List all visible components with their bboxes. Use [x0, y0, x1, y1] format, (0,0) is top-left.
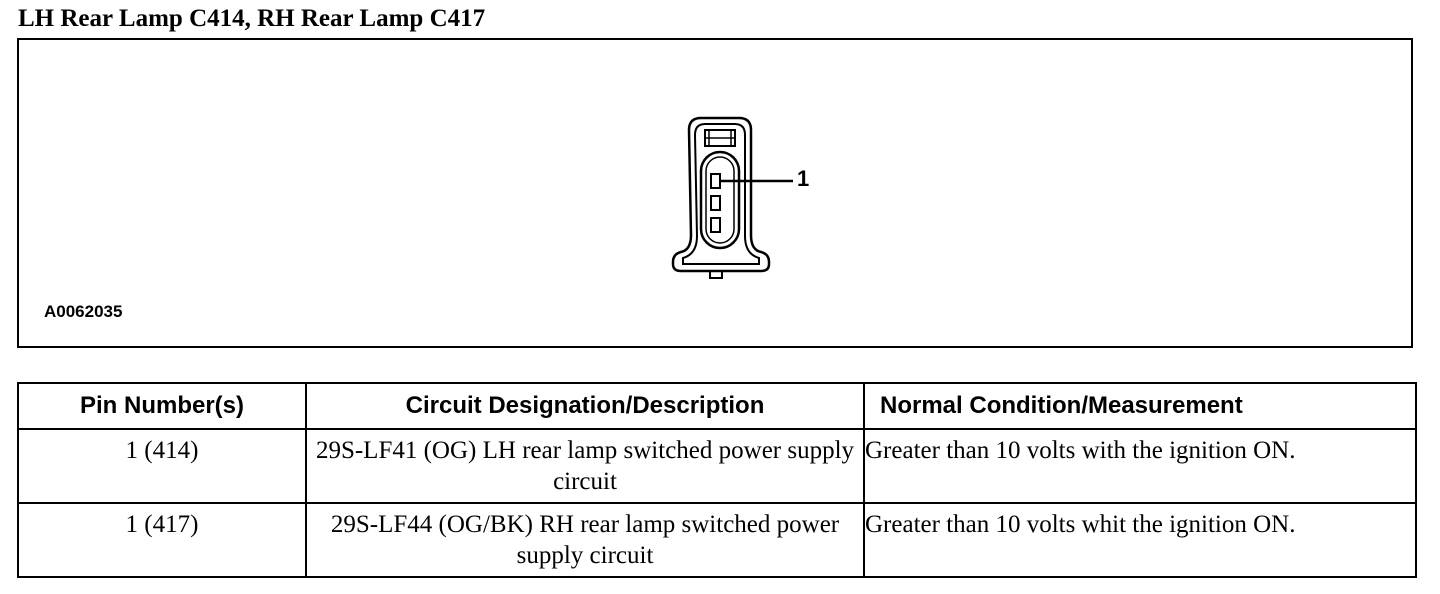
connector-face-icon	[671, 116, 793, 279]
pin-table: Pin Number(s) Circuit Designation/Descri…	[17, 382, 1417, 578]
pin-2-icon	[710, 195, 721, 211]
pin-3-icon	[710, 217, 721, 233]
page-title: LH Rear Lamp C414, RH Rear Lamp C417	[18, 5, 486, 32]
pin-callout-label: 1	[797, 166, 810, 191]
cell-circuit: 29S-LF41 (OG) LH rear lamp switched powe…	[305, 428, 865, 504]
table-header-row: Pin Number(s) Circuit Designation/Descri…	[17, 382, 1417, 430]
header-circuit: Circuit Designation/Description	[305, 382, 865, 430]
cell-condition: Greater than 10 volts whit the ignition …	[863, 502, 1417, 578]
pin-1-icon	[710, 173, 721, 189]
cell-circuit: 29S-LF44 (OG/BK) RH rear lamp switched p…	[305, 502, 865, 578]
connector-figure: 1 A0062035	[17, 38, 1413, 348]
cell-pin: 1 (417)	[17, 502, 307, 578]
cell-pin: 1 (414)	[17, 428, 307, 504]
cell-condition: Greater than 10 volts with the ignition …	[863, 428, 1417, 504]
header-condition: Normal Condition/Measurement	[863, 382, 1417, 430]
header-pin-number: Pin Number(s)	[17, 382, 307, 430]
figure-id: A0062035	[44, 302, 123, 321]
table-row: 1 (414) 29S-LF41 (OG) LH rear lamp switc…	[17, 428, 1417, 504]
table-row: 1 (417) 29S-LF44 (OG/BK) RH rear lamp sw…	[17, 502, 1417, 578]
